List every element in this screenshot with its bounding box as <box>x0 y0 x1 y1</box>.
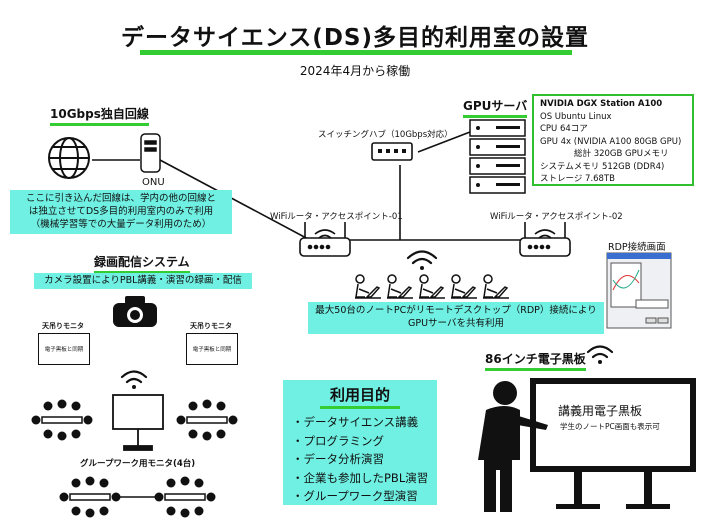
hanging-monitor: 電子黒板と同期 <box>186 333 238 365</box>
server-rack-icon <box>469 119 526 194</box>
page-subtitle: 2024年4月から稼働 <box>299 64 411 78</box>
ap2-label: WiFiルータ・アクセスポイント-02 <box>490 212 623 222</box>
gpu-spec-line: GPU 4x (NVIDIA A100 80GB GPU) <box>540 136 682 147</box>
group-table-icon <box>31 399 238 518</box>
gpu-spec-title: NVIDIA DGX Station A100 <box>540 99 663 109</box>
board-header: 86インチ電子黒板 <box>485 350 586 371</box>
gpu-header: GPUサーバ <box>463 97 528 118</box>
router-icon <box>519 222 571 257</box>
monitor-label: 天吊りモニタ <box>190 322 232 330</box>
purpose-underline <box>320 406 400 409</box>
rdp-note: 最大50台のノートPCがリモートデスクトップ（RDP）接続により GPUサーバを… <box>308 302 604 334</box>
page-title: データサイエンス(DS)多目的利用室の設置 <box>121 25 589 51</box>
purpose-item: ・データ分析演習 <box>292 452 384 466</box>
monitor-screen-text: 電子黒板と同期 <box>44 347 84 353</box>
switch-icon <box>371 142 413 161</box>
connection-lines <box>92 131 520 241</box>
gpu-spec-line: CPU 64コア <box>540 124 588 134</box>
student-laptop-icon <box>355 274 509 299</box>
camera-icon <box>113 296 157 327</box>
gpu-spec-box: NVIDIA DGX Station A100 OS Ubuntu Linux … <box>532 94 694 186</box>
line-header: 10Gbps独自回線 <box>50 105 149 126</box>
recording-note: カメラ設置によりPBL講義・演習の録画・配信 <box>34 273 252 289</box>
purpose-header: 利用目的 <box>329 386 390 404</box>
ap1-label: WiFiルータ・アクセスポイント-01 <box>270 212 403 222</box>
gpu-spec-line: OS Ubuntu Linux <box>540 111 612 122</box>
gpu-spec-line: ストレージ 7.68TB <box>540 174 615 184</box>
onu-icon <box>140 133 161 173</box>
title-underline <box>140 50 572 55</box>
purpose-item: ・プログラミング <box>292 433 384 448</box>
gpu-spec-line: 総計 320GB GPUメモリ <box>574 149 669 159</box>
rdp-label: RDP接続画面 <box>608 242 666 253</box>
globe-icon <box>48 137 90 179</box>
purpose-list: ・データサイエンス講義 ・プログラミング ・データ分析演習 ・企業も参加したPB… <box>283 413 437 506</box>
teacher-icon <box>478 381 548 512</box>
whiteboard-icon <box>112 394 164 451</box>
purpose-item: ・グループワーク型演習 <box>292 489 418 503</box>
purpose-item: ・企業も参加したPBL演習 <box>292 470 429 485</box>
purpose-item: ・データサイエンス講義 <box>292 415 419 429</box>
recording-header: 録画配信システム <box>94 253 190 274</box>
hanging-monitor: 電子黒板と同期 <box>38 333 90 365</box>
group-monitor-label: グループワーク用モニタ(4台) <box>80 459 196 469</box>
monitor-screen-text: 電子黒板と同期 <box>192 347 232 353</box>
onu-label: ONU <box>142 177 165 188</box>
gpu-spec-line: システムメモリ 512GB (DDR4) <box>540 161 665 172</box>
monitor-label: 天吊りモニタ <box>42 322 84 330</box>
wifi-icon <box>406 250 438 270</box>
purpose-box: 利用目的 ・データサイエンス講義 ・プログラミング ・データ分析演習 ・企業も参… <box>283 380 437 505</box>
board-screen-title: 講義用電子黒板 <box>558 404 643 418</box>
switch-label: スイッチングハブ（10Gbps対応） <box>318 130 453 140</box>
wifi-icon <box>120 370 148 389</box>
board-screen-sub: 学生のノートPC画面も表示可 <box>560 422 660 431</box>
rdp-screenshot <box>606 252 672 329</box>
wifi-icon <box>586 345 614 364</box>
router-icon <box>299 222 351 257</box>
line-note: ここに引き込んだ回線は、学内の他の回線と は独立させてDS多目的利用室内のみで利… <box>10 190 232 234</box>
whiteboard-icon <box>530 378 696 509</box>
